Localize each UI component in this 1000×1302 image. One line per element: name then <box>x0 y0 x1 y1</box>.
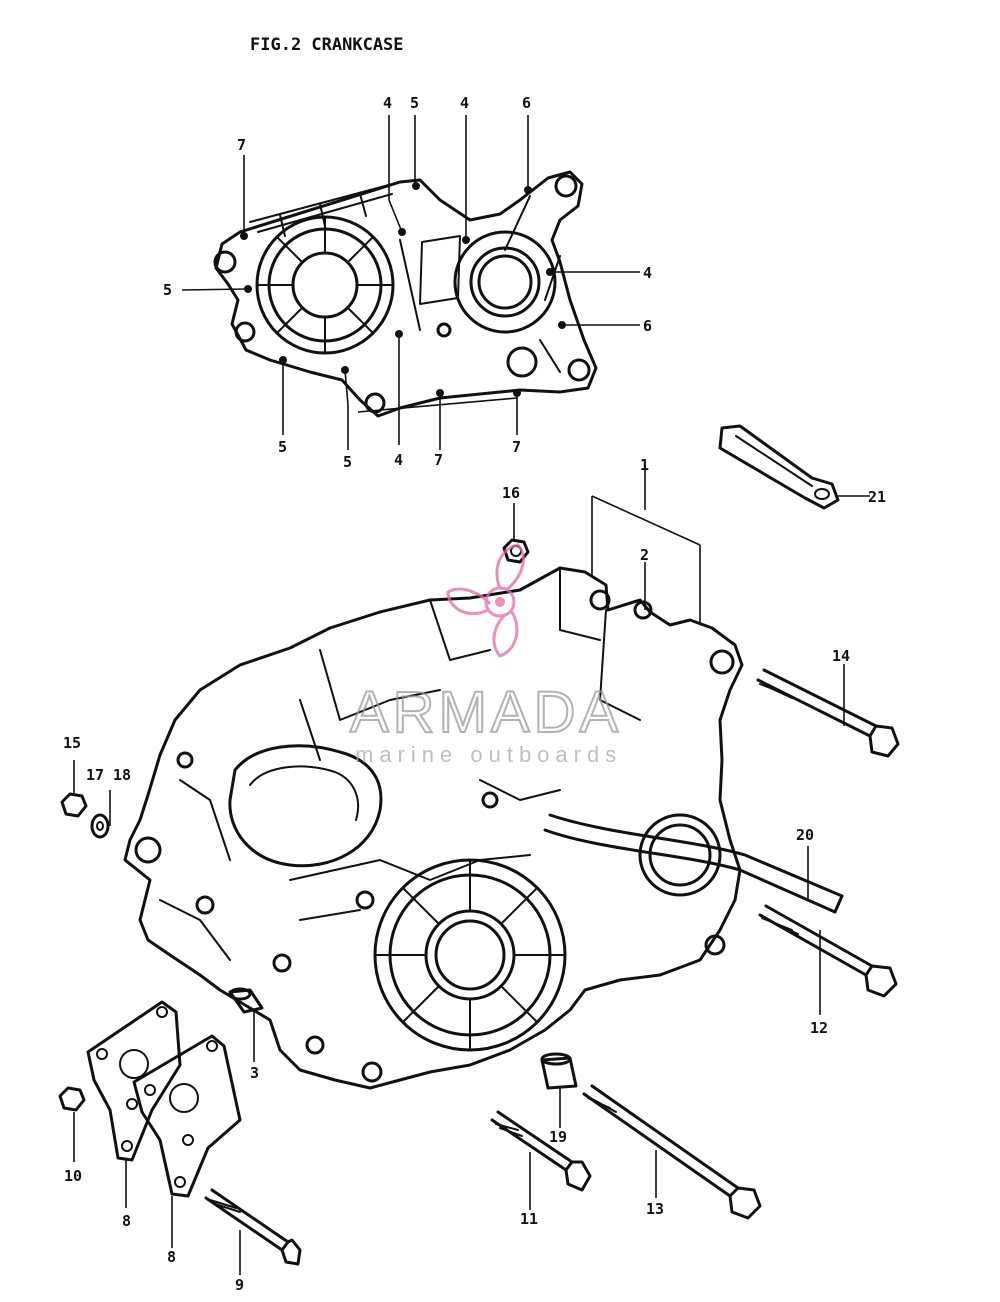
callout-11: 11 <box>520 1210 538 1228</box>
callout-9: 9 <box>235 1276 244 1294</box>
nut-part-15 <box>60 792 88 818</box>
nut-part-10 <box>58 1086 86 1112</box>
callout-8: 8 <box>167 1248 176 1266</box>
crankcase-half-inner-view <box>213 170 598 418</box>
callout-15: 15 <box>63 734 81 752</box>
callout-19: 19 <box>549 1128 567 1146</box>
callout-6: 6 <box>643 317 652 335</box>
callout-7: 7 <box>512 438 521 456</box>
callout-1: 1 <box>640 456 649 474</box>
callout-4: 4 <box>383 94 392 112</box>
washer-part-17-18 <box>90 813 110 839</box>
propeller-logo <box>446 543 525 658</box>
crankcase-assembly <box>123 566 844 1090</box>
bottom-leader-lines <box>73 465 870 1275</box>
callout-2: 2 <box>640 546 649 564</box>
callout-5: 5 <box>278 438 287 456</box>
callout-21: 21 <box>868 488 886 506</box>
callout-5: 5 <box>343 453 352 471</box>
bottom-callout-labels: 1 2 16 21 14 20 12 15 17 18 3 19 11 13 1… <box>63 456 886 1294</box>
callout-10: 10 <box>64 1167 82 1185</box>
callout-14: 14 <box>832 647 850 665</box>
bracket-part-21 <box>718 424 840 510</box>
dowel-part-19 <box>540 1052 578 1090</box>
gasket-plates-part-8 <box>86 1000 242 1198</box>
top-leader-lines <box>181 115 640 450</box>
callout-17: 17 <box>86 766 104 784</box>
callout-4: 4 <box>460 94 469 112</box>
callout-5: 5 <box>163 281 172 299</box>
callout-12: 12 <box>810 1019 828 1037</box>
watermark-brand: ARMADA <box>350 680 622 745</box>
callout-16: 16 <box>502 484 520 502</box>
callout-8: 8 <box>122 1212 131 1230</box>
figure-title: FIG.2 CRANKCASE <box>250 35 404 55</box>
watermark: ARMADA marine outboards <box>349 543 622 767</box>
callout-3: 3 <box>250 1064 259 1082</box>
callout-7: 7 <box>237 136 246 154</box>
top-callout-labels: 4 5 4 6 7 5 4 6 5 5 4 7 7 <box>163 94 652 471</box>
bolt-part-13 <box>582 1084 762 1220</box>
watermark-tagline: marine outboards <box>355 742 622 767</box>
callout-4: 4 <box>643 264 652 282</box>
callout-20: 20 <box>796 826 814 844</box>
bolt-part-11 <box>490 1110 592 1192</box>
callout-5: 5 <box>410 94 419 112</box>
bolt-part-14 <box>756 668 900 758</box>
bolt-part-9 <box>204 1188 302 1266</box>
bolt-part-12 <box>758 904 898 998</box>
callout-6: 6 <box>522 94 531 112</box>
callout-7: 7 <box>434 451 443 469</box>
callout-13: 13 <box>646 1200 664 1218</box>
callout-4: 4 <box>394 451 403 469</box>
dowel-part-3 <box>228 987 264 1014</box>
bolts <box>204 668 900 1266</box>
callout-18: 18 <box>113 766 131 784</box>
